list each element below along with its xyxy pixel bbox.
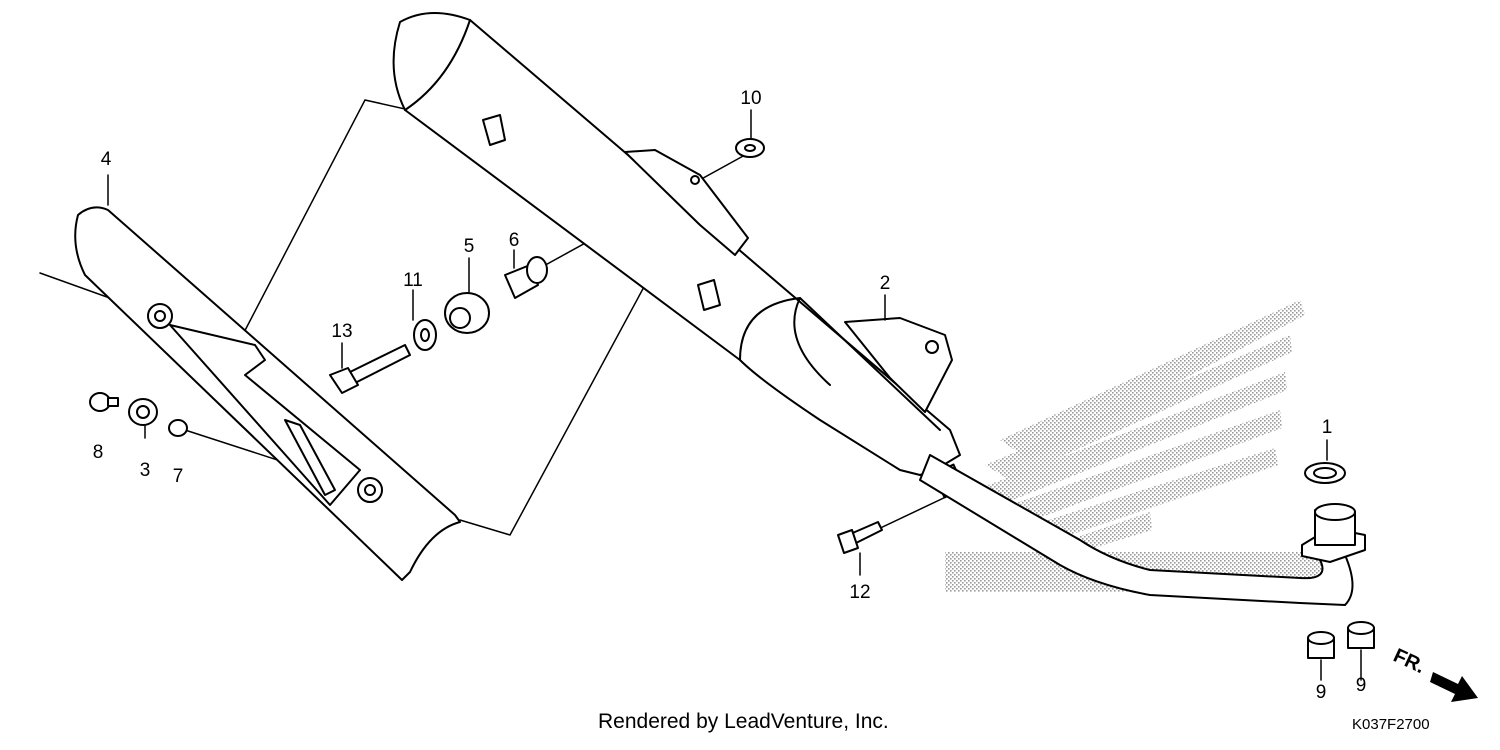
callout-5: 5 [464, 236, 475, 257]
callout-4: 4 [101, 149, 112, 170]
callout-6: 6 [509, 230, 520, 251]
callout-leaders [107, 109, 1362, 681]
exhaust-pipe [919, 454, 1366, 606]
rubber-5 [444, 292, 490, 334]
nut-9-left [1307, 631, 1335, 659]
callout-13: 13 [331, 321, 352, 342]
callout-3: 3 [140, 460, 151, 481]
callout-8: 8 [93, 442, 104, 463]
render-credit: Rendered by LeadVenture, Inc. [598, 710, 889, 733]
nut-10 [735, 138, 765, 158]
front-direction-arrow-icon [1430, 672, 1478, 702]
front-direction-label: FR. [1390, 645, 1428, 679]
callout-12: 12 [849, 582, 870, 603]
gasket [1304, 462, 1346, 484]
grommet-3 [128, 398, 158, 426]
callout-9-right: 9 [1356, 675, 1367, 696]
callout-11: 11 [403, 270, 423, 291]
screw-8 [89, 392, 119, 412]
callout-1: 1 [1322, 417, 1333, 438]
muffler [392, 11, 966, 499]
bolt-13 [329, 344, 411, 394]
heat-shield [74, 206, 461, 581]
callout-9-left: 9 [1316, 682, 1327, 703]
honda-wing-watermark [945, 300, 1340, 592]
diagram-code: K037F2700 [1352, 716, 1430, 733]
collar-6 [504, 256, 548, 299]
bolt-12 [837, 521, 883, 554]
callout-7: 7 [173, 466, 184, 487]
washer-11 [413, 319, 437, 351]
front-direction-indicator: FR. [1390, 645, 1478, 702]
collar-7 [168, 419, 188, 437]
callout-10: 10 [740, 88, 761, 109]
nut-9-right [1347, 621, 1375, 649]
callout-2: 2 [880, 273, 891, 294]
